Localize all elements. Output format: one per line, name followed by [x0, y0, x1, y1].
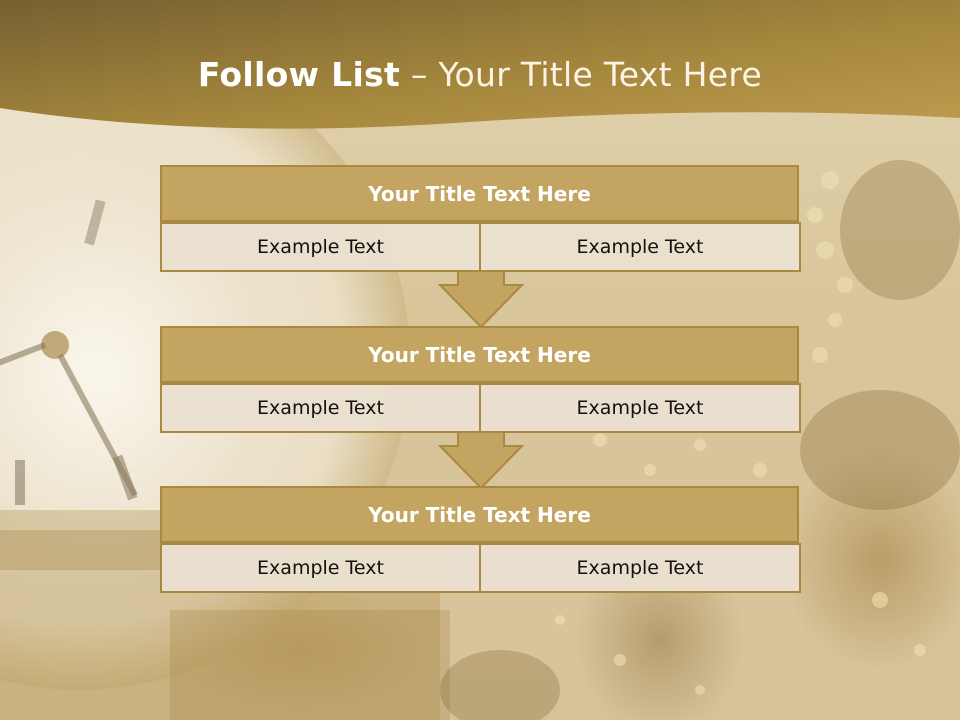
step-title: Your Title Text Here	[160, 326, 799, 383]
step-text-right: Example Text	[479, 222, 801, 272]
step-text-left: Example Text	[160, 543, 481, 593]
slide-title: Follow List – Your Title Text Here	[0, 55, 960, 94]
down-arrow-icon	[438, 271, 524, 329]
step-title: Your Title Text Here	[160, 486, 799, 543]
step-text-left: Example Text	[160, 222, 481, 272]
step-text-right: Example Text	[479, 383, 801, 433]
header-band	[0, 0, 960, 129]
step-text-left: Example Text	[160, 383, 481, 433]
step-title: Your Title Text Here	[160, 165, 799, 222]
slide-title-bold: Follow List	[197, 55, 401, 94]
down-arrow-icon	[438, 432, 524, 490]
slide-title-subtitle: – Your Title Text Here	[400, 55, 763, 94]
step-text-right: Example Text	[479, 543, 801, 593]
